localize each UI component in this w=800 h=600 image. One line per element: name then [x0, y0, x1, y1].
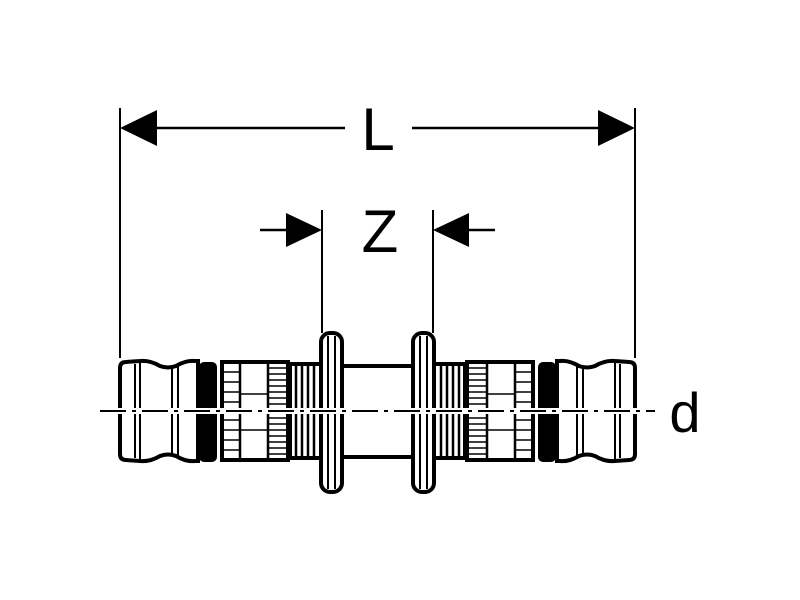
arrowhead-z-left-icon: [286, 213, 322, 247]
label-z: Z: [362, 198, 399, 265]
arrowhead-right-icon: [598, 110, 635, 146]
arrowhead-left-icon: [120, 110, 157, 146]
dimension-z: Z: [260, 198, 495, 265]
label-d: d: [669, 381, 700, 444]
label-l: L: [361, 96, 394, 163]
arrowhead-z-right-icon: [433, 213, 469, 247]
dimension-l: L: [120, 96, 635, 163]
extension-lines: [119, 108, 636, 358]
